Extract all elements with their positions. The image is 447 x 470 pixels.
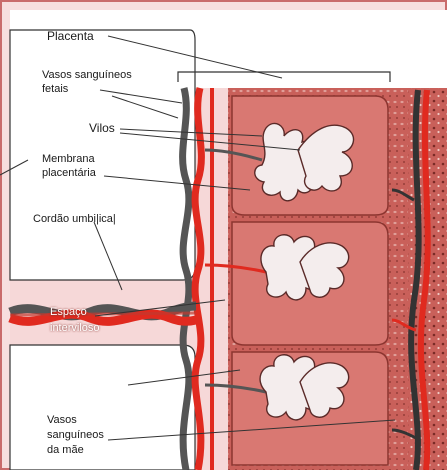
umbilical-cord — [10, 306, 196, 321]
label-maternal-vessels-2: sanguíneos — [47, 428, 104, 443]
label-fetal-vessels: Vasos sanguíneos — [42, 68, 132, 83]
label-umbilical-cord: Cordão umbi|ica| — [33, 212, 116, 227]
label-intervillous-space-2: interviloso — [50, 321, 100, 336]
label-maternal-vessels-3: da mãe — [47, 443, 84, 458]
label-villi: Vilos — [89, 121, 115, 136]
label-intervillous-space: Espaço — [50, 305, 87, 320]
label-membrane-2: placentária — [42, 166, 96, 181]
label-membrane: Membrana — [42, 152, 95, 167]
label-fetal-vessels-2: fetais — [42, 82, 68, 97]
lower-left-compartment — [10, 345, 195, 470]
label-placenta: Placenta — [47, 29, 94, 44]
label-maternal-vessels: Vasos — [47, 413, 77, 428]
